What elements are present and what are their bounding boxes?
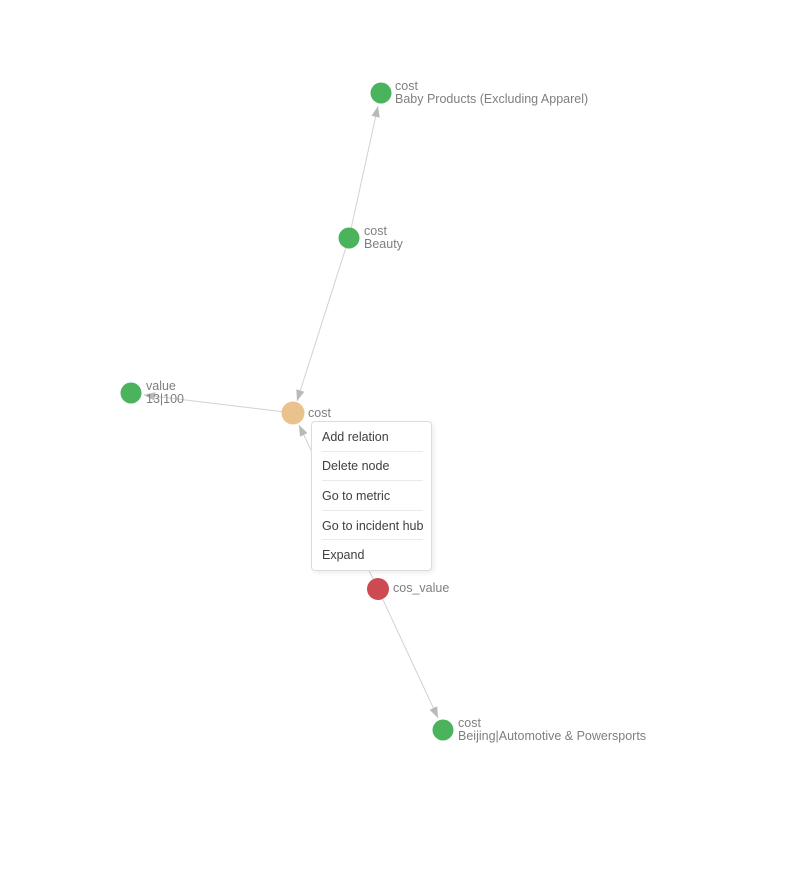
menu-item-delete-node[interactable]: Delete node: [312, 452, 431, 482]
edge-beauty-to-baby-products: [348, 105, 380, 239]
node-beauty[interactable]: [338, 227, 360, 249]
context-menu: Add relation Delete node Go to metric Go…: [311, 421, 432, 571]
node-baby-products[interactable]: [370, 82, 392, 104]
edge-cos-value-to-beijing: [377, 588, 439, 719]
menu-item-add-relation[interactable]: Add relation: [312, 422, 431, 452]
node-value[interactable]: [120, 382, 142, 404]
node-cos-value[interactable]: [367, 578, 389, 600]
edge-selected-to-value: [143, 392, 294, 414]
node-selected[interactable]: [281, 401, 305, 425]
menu-item-go-to-incident-hub[interactable]: Go to incident hub: [312, 511, 431, 541]
menu-item-expand[interactable]: Expand: [322, 548, 365, 563]
edge-beauty-to-selected: [296, 237, 350, 402]
node-beijing[interactable]: [432, 719, 454, 741]
menu-item-go-to-metric[interactable]: Go to metric: [312, 481, 431, 511]
